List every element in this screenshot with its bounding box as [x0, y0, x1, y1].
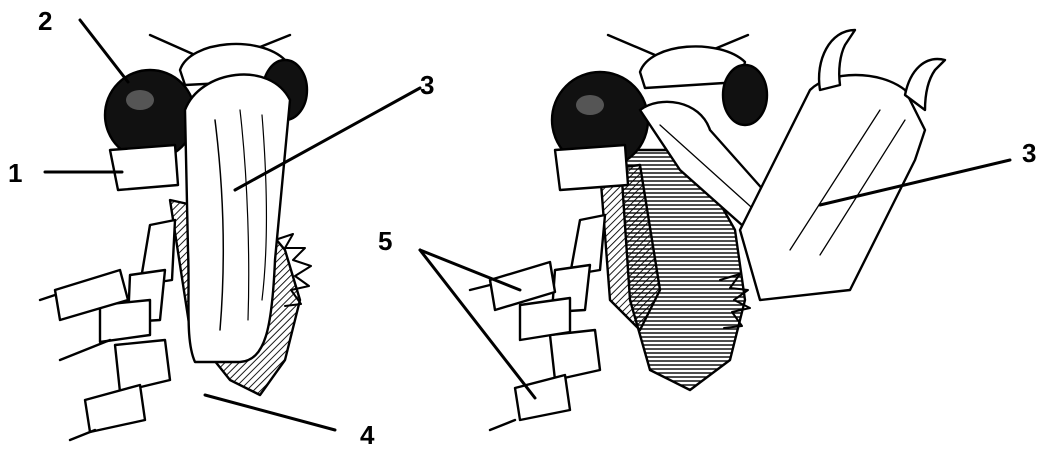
label-5: 5 [378, 228, 392, 254]
label-3-right: 3 [1022, 140, 1036, 166]
left-leg-3 [115, 340, 170, 392]
left-head-mask-folded [40, 35, 311, 440]
left-cheek [110, 145, 178, 190]
right-eye-right-icon [723, 65, 767, 125]
label-4: 4 [360, 422, 374, 448]
label-3-left: 3 [420, 72, 434, 98]
right-head-mask-extended [470, 30, 945, 430]
label-1: 1 [8, 160, 22, 186]
label-2: 2 [38, 8, 52, 34]
